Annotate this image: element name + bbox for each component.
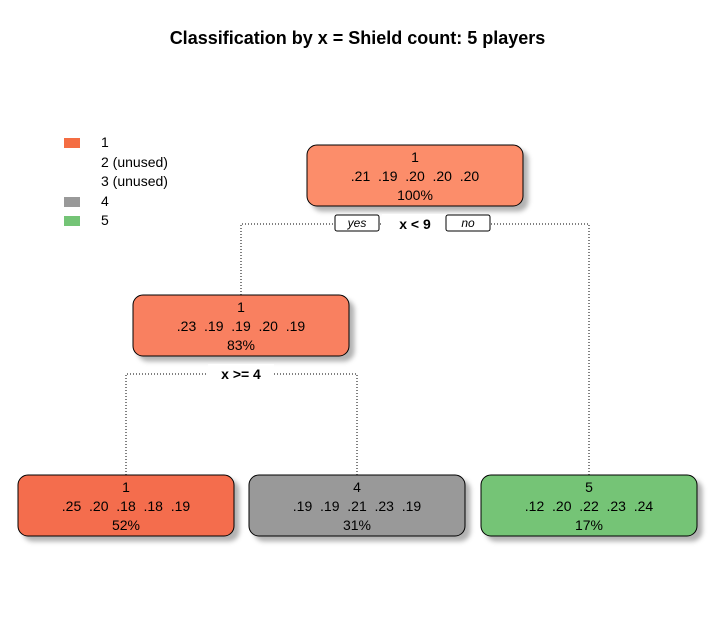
tree-node-text: 1	[122, 479, 130, 495]
tree-node-box	[17, 474, 235, 537]
tree-node-text: 4	[353, 479, 361, 495]
legend-label: 3 (unused)	[101, 173, 168, 189]
legend-swatch	[64, 216, 80, 226]
tree-node-text: 1	[237, 299, 245, 315]
tree-node-text: 1	[411, 149, 419, 165]
split-label-bg	[382, 214, 448, 234]
tree-node-box	[132, 294, 350, 357]
split-label-left: x >= 4	[221, 366, 261, 382]
tree-node-box	[306, 144, 524, 207]
tree-node-box	[480, 474, 698, 537]
tree-node-text: 5	[585, 479, 593, 495]
tree-node-text: 31%	[343, 517, 371, 533]
tree-node-box	[248, 474, 466, 537]
tree-node-text: 83%	[227, 337, 255, 353]
tree-node-text: 52%	[112, 517, 140, 533]
split-label-bg	[208, 364, 274, 384]
legend-label: 1	[101, 134, 109, 150]
branch-label-yes: yes	[347, 216, 367, 230]
tree-node-text: .25 .20 .18 .18 .19	[62, 498, 191, 514]
legend-label: 4	[101, 192, 109, 209]
split-label-root: x < 9	[399, 216, 431, 232]
branch-label-no: no	[461, 216, 475, 230]
legend-swatch	[64, 196, 80, 207]
tree-node-text: .21 .19 .20 .20 .20	[351, 168, 480, 184]
branch-label-yes-box	[334, 214, 380, 232]
branch-label-no-box	[445, 214, 491, 232]
legend-label: 2 (unused)	[101, 153, 168, 170]
tree-node-text: .23 .19 .19 .20 .19	[177, 318, 306, 334]
legend-label: 5	[101, 212, 109, 228]
tree-node-text: .19 .19 .21 .23 .19	[293, 498, 422, 514]
chart-title: Classification by x = Shield count: 5 pl…	[169, 28, 546, 48]
tree-node-text: 17%	[575, 517, 603, 533]
tree-node-text: 100%	[397, 187, 433, 203]
tree-node-text: .12 .20 .22 .23 .24	[525, 498, 654, 514]
legend-swatch	[64, 138, 80, 148]
branch-connector	[125, 373, 358, 475]
